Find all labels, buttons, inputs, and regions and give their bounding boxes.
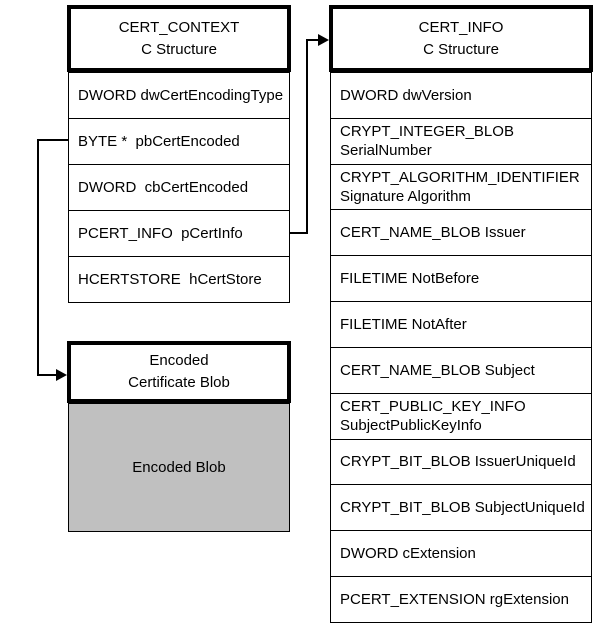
field-NotBefore: FILETIME NotBefore [331,255,591,301]
cert-context-title: CERT_CONTEXT [118,18,240,36]
cert-info-header: CERT_INFO C Structure [329,5,593,72]
connector-pbcertencoded-bottom [37,374,57,376]
cert-context-fields: DWORD dwCertEncodingType BYTE * pbCertEn… [68,72,290,303]
connector-pcertinfo-vertical [306,39,308,234]
cert-context-subtitle: C Structure [141,40,217,58]
encoded-blob-body: Encoded Blob [68,403,290,532]
field-pCertInfo: PCERT_INFO pCertInfo [69,210,289,256]
field-SignatureAlgorithm: CRYPT_ALGORITHM_IDENTIFIER Signature Alg… [331,163,591,210]
cert-info-title: CERT_INFO [418,18,504,36]
encoded-cert-blob-title: Encoded [149,352,209,370]
field-SubjectPublicKeyInfo: CERT_PUBLIC_KEY_INFO SubjectPublicKeyInf… [331,392,591,439]
field-Issuer: CERT_NAME_BLOB Issuer [331,209,591,255]
connector-pbcertencoded-top [37,139,68,141]
field-cExtension: DWORD cExtension [331,530,591,576]
field-pbCertEncoded: BYTE * pbCertEncoded [69,118,289,164]
connector-pbcertencoded-vertical [37,139,39,376]
field-cbCertEncoded: DWORD cbCertEncoded [69,164,289,210]
arrowhead-right-icon [318,34,329,46]
field-SerialNumber: CRYPT_INTEGER_BLOB SerialNumber [331,117,591,164]
connector-pcertinfo-bottom [290,232,308,234]
encoded-blob-label: Encoded Blob [132,459,226,476]
encoded-cert-blob-subtitle: Certificate Blob [128,374,230,391]
field-hCertStore: HCERTSTORE hCertStore [69,256,289,302]
field-dwCertEncodingType: DWORD dwCertEncodingType [78,86,284,104]
field-dwVersion: DWORD dwVersion [340,86,472,104]
field-Subject: CERT_NAME_BLOB Subject [331,346,591,393]
field-rgExtension: PCERT_EXTENSION rgExtension [331,576,591,622]
field-NotAfter: FILETIME NotAfter [331,301,591,347]
cert-info-fields: DWORD dwVersion CRYPT_INTEGER_BLOB Seria… [330,72,592,623]
encoded-cert-blob-header: Encoded Certificate Blob [67,341,291,403]
field-SubjectUniqueId: CRYPT_BIT_BLOB SubjectUniqueId [331,484,591,530]
field-IssuerUniqueId: CRYPT_BIT_BLOB IssuerUniqueId [331,438,591,485]
cert-context-header: CERT_CONTEXT C Structure [67,5,291,72]
arrowhead-right-icon [56,369,67,381]
cert-info-subtitle: C Structure [423,40,499,58]
connector-pcertinfo-top [306,39,320,41]
